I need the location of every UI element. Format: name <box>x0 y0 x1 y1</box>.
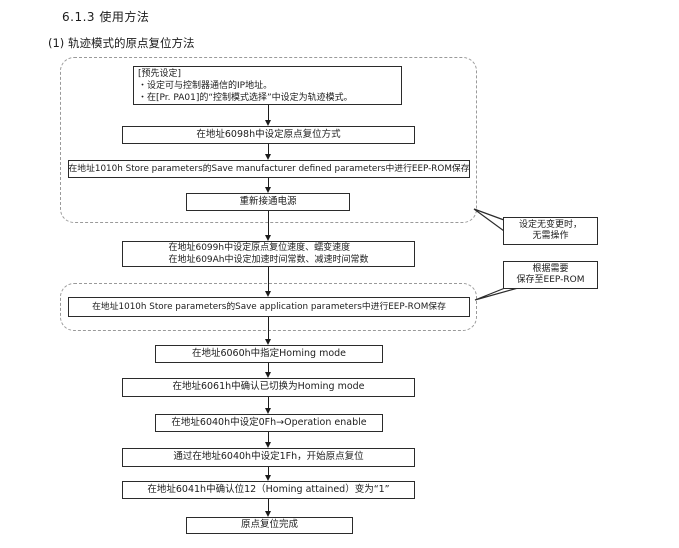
flow-step-start-homing: 通过在地址6040h中设定1Fh，开始原点复位 <box>122 448 415 467</box>
subsection-title: (1) 轨迹模式的原点复位方法 <box>48 36 195 50</box>
flow-step-save-application-parameters: 在地址1010h Store parameters的Save applicati… <box>68 297 470 317</box>
callout-line: 保存至EEP-ROM <box>516 275 585 285</box>
callout-line: 根据需要 <box>532 263 569 274</box>
flow-step-cycle-power: 重新接通电源 <box>186 193 350 211</box>
flow-step-set-homing-method: 在地址6098h中设定原点复位方式 <box>122 126 415 144</box>
flow-step-set-speeds: 在地址6099h中设定原点复位速度、蠕变速度 在地址609Ah中设定加速时间常数… <box>122 241 415 267</box>
flow-step-set-speeds-line1: 在地址6099h中设定原点复位速度、蠕变速度 <box>168 243 351 253</box>
preset-item: ・设定可与控制器通信的IP地址。 <box>138 81 273 91</box>
flow-step-operation-enable: 在地址6040h中设定0Fh→Operation enable <box>155 414 383 432</box>
flow-arrow <box>267 178 270 188</box>
flow-arrow <box>267 317 270 340</box>
flow-arrowhead <box>265 442 271 448</box>
section-title: 6.1.3 使用方法 <box>62 10 150 24</box>
flow-arrowhead <box>265 408 271 414</box>
flow-arrowhead <box>265 291 271 297</box>
flow-arrow <box>267 144 270 155</box>
flow-arrow <box>267 267 270 292</box>
flow-step-set-speeds-line2: 在地址609Ah中设定加速时间常数、减速时间常数 <box>168 255 369 265</box>
flow-arrow <box>267 211 270 236</box>
preset-item: ・在[Pr. PA01]的“控制模式选择”中设定为轨迹模式。 <box>138 93 353 103</box>
callout-line: 设定无变更时， <box>518 219 582 230</box>
callout-save-as-needed: 根据需要 保存至EEP-ROM <box>503 261 598 289</box>
callout-no-change: 设定无变更时， 无需操作 <box>503 217 598 245</box>
flow-arrowhead <box>265 475 271 481</box>
flow-arrowhead <box>265 235 271 241</box>
flow-arrowhead <box>265 120 271 126</box>
flow-step-confirm-homing-attained: 在地址6041h中确认位12（Homing attained）变为“1” <box>122 481 415 499</box>
flow-arrowhead <box>265 511 271 517</box>
flow-arrow <box>267 397 270 409</box>
flow-arrowhead <box>265 339 271 345</box>
preset-settings-box: [预先设定] ・设定可与控制器通信的IP地址。 ・在[Pr. PA01]的“控制… <box>133 66 402 105</box>
flow-step-homing-complete: 原点复位完成 <box>186 517 353 534</box>
flow-step-specify-homing-mode: 在地址6060h中指定Homing mode <box>155 345 383 363</box>
flow-arrow <box>267 105 270 121</box>
flow-arrow <box>267 499 270 512</box>
flow-arrowhead <box>265 187 271 193</box>
callout-line: 无需操作 <box>532 231 569 241</box>
flow-arrow <box>267 467 270 476</box>
flow-arrowhead <box>265 154 271 160</box>
flow-arrow <box>267 363 270 373</box>
callout-tail <box>474 287 519 301</box>
flow-arrowhead <box>265 372 271 378</box>
callout-tail <box>473 208 505 233</box>
flow-step-save-manufacturer-parameters: 在地址1010h Store parameters的Save manufactu… <box>68 160 470 178</box>
flow-step-confirm-homing-mode: 在地址6061h中确认已切换为Homing mode <box>122 378 415 397</box>
flow-arrow <box>267 432 270 443</box>
preset-title: [预先设定] <box>138 69 182 79</box>
